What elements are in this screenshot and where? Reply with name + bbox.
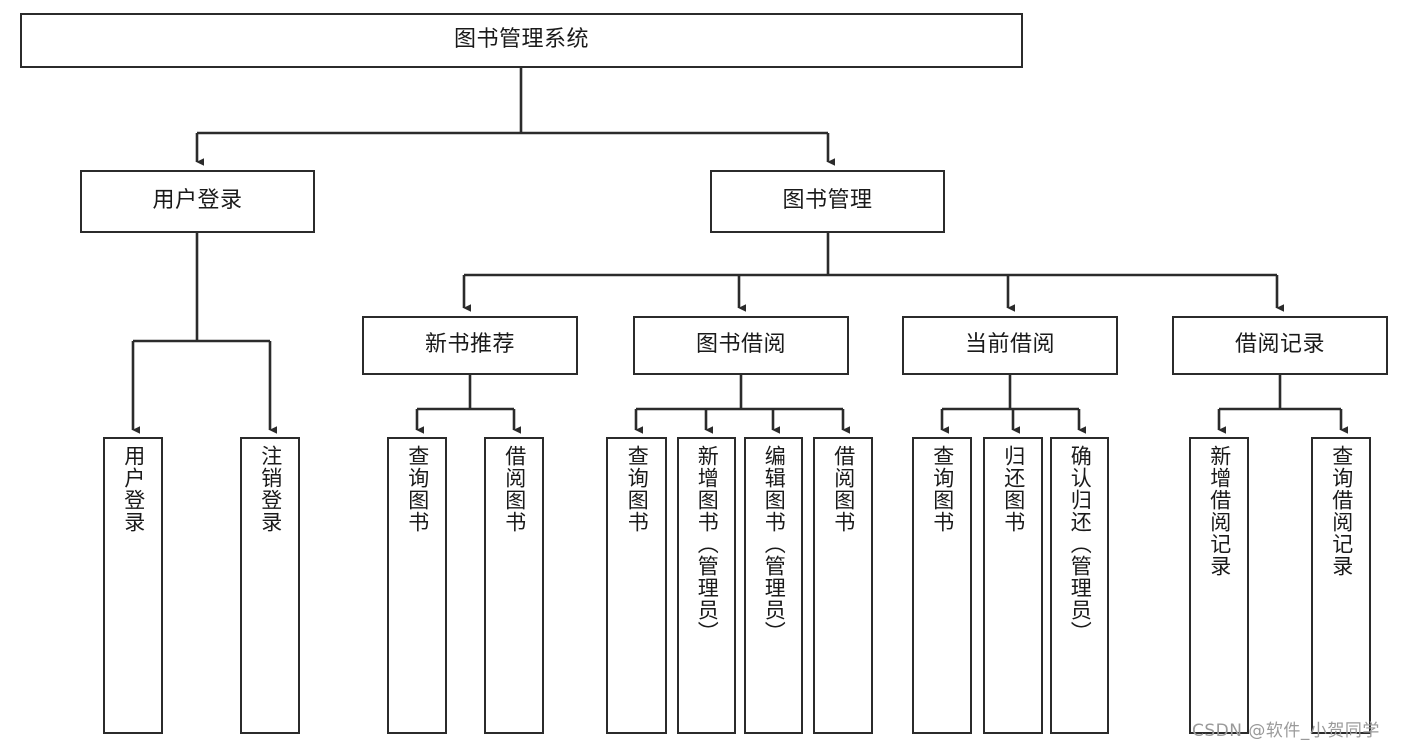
leaf-add-book[interactable]: 新增图书（管理员） [677,437,736,734]
leaf-user-login[interactable]: 用户登录 [103,437,163,734]
leaf-query-book-current[interactable]: 查询图书 [912,437,972,734]
edge-group-user-login [131,233,277,434]
csdn-watermark: CSDN @软件_小贺同学 [1192,721,1380,741]
leaf-query-book-recommend[interactable]: 查询图书 [387,437,447,734]
leaf-logout[interactable]: 注销登录 [240,437,300,734]
leaf-add-borrow-record-label: 新增借阅记录 [1207,445,1232,577]
edge-group-book-management [462,233,1284,312]
node-book-management-label: 图书管理 [782,188,873,214]
node-new-book-recommend-label: 新书推荐 [424,332,515,358]
node-root-label: 图书管理系统 [453,27,589,53]
node-user-login-label: 用户登录 [152,188,243,214]
leaf-borrow-book-recommend[interactable]: 借阅图书 [484,437,544,734]
leaf-return-book-label: 归还图书 [1001,445,1026,533]
leaf-borrow-book-label: 借阅图书 [831,445,856,533]
leaf-logout-label: 注销登录 [258,445,283,533]
leaf-edit-book[interactable]: 编辑图书（管理员） [744,437,803,734]
node-book-management[interactable]: 图书管理 [710,170,945,233]
node-borrow-records[interactable]: 借阅记录 [1172,316,1388,375]
edge-group-current-borrow [940,375,1086,434]
node-current-borrow-label: 当前借阅 [964,332,1055,358]
leaf-query-borrow-record[interactable]: 查询借阅记录 [1311,437,1371,734]
leaf-borrow-book[interactable]: 借阅图书 [813,437,873,734]
edge-group-book-borrow [634,375,850,434]
leaf-confirm-return[interactable]: 确认归还（管理员） [1050,437,1109,734]
leaf-query-book-borrow[interactable]: 查询图书 [606,437,667,734]
node-current-borrow[interactable]: 当前借阅 [902,316,1118,375]
leaf-borrow-book-recommend-label: 借阅图书 [502,445,527,533]
edge-group-root [195,68,835,166]
leaf-query-book-current-label: 查询图书 [930,445,955,533]
node-borrow-records-label: 借阅记录 [1234,332,1325,358]
node-new-book-recommend[interactable]: 新书推荐 [362,316,578,375]
node-user-login[interactable]: 用户登录 [80,170,315,233]
leaf-add-borrow-record[interactable]: 新增借阅记录 [1189,437,1249,734]
leaf-user-login-label: 用户登录 [121,445,146,533]
leaf-query-book-borrow-label: 查询图书 [625,445,650,533]
leaf-return-book[interactable]: 归还图书 [983,437,1043,734]
edge-group-borrow-records [1217,375,1348,434]
node-book-borrow-label: 图书借阅 [695,332,786,358]
leaf-query-book-recommend-label: 查询图书 [405,445,430,533]
leaf-confirm-return-label: 确认归还（管理员） [1068,445,1093,643]
edge-group-new-book-recommend [415,375,521,434]
leaf-add-book-label: 新增图书（管理员） [695,445,720,643]
node-root[interactable]: 图书管理系统 [20,13,1023,68]
node-book-borrow[interactable]: 图书借阅 [633,316,849,375]
leaf-edit-book-label: 编辑图书（管理员） [762,445,787,643]
leaf-query-borrow-record-label: 查询借阅记录 [1329,445,1354,577]
